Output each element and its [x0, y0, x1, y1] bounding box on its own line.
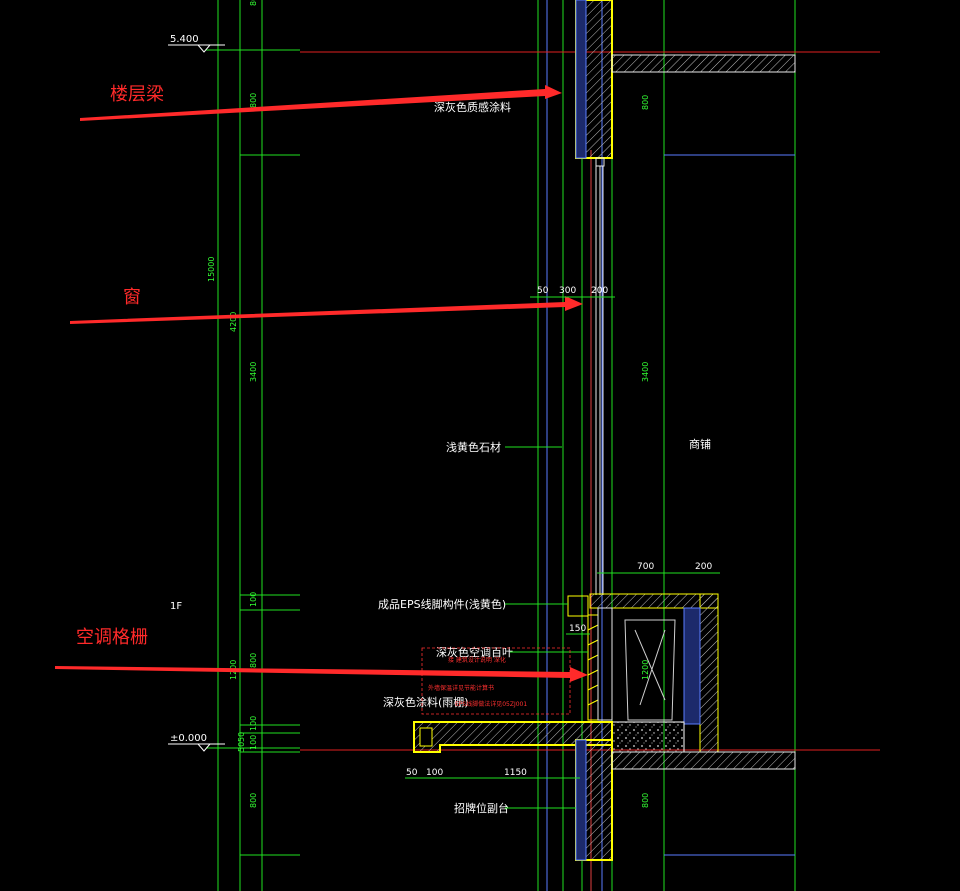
dim-left-2: 15000	[207, 257, 216, 282]
annotation-ac-grille: 空调格栅	[76, 627, 148, 648]
canopy	[413, 721, 796, 861]
dim-left-12: 800	[249, 793, 258, 808]
red-note-0: 接 建筑设计说明 深化	[448, 656, 506, 664]
level-marker-ground: ±0.000	[168, 733, 225, 752]
window-dimension: 50 300 200	[530, 286, 615, 298]
dim-canopy-2: 1150	[504, 768, 527, 778]
ac-box	[567, 593, 719, 753]
label-shop: 商铺	[689, 437, 711, 451]
label-light-yellow-stone: 浅黄色石材	[446, 440, 501, 454]
dim-right-2: 1200	[641, 660, 650, 680]
red-note-1: 外墙保温详见节能计算书	[428, 684, 494, 692]
label-eps-trim: 成品EPS线脚构件(浅黄色)	[378, 597, 506, 611]
dim-window-2: 200	[591, 286, 608, 296]
window-frame	[595, 166, 604, 595]
right-vertical-dims: 800 3400 1200 800	[641, 95, 650, 808]
dim-left-8: 100	[249, 716, 258, 731]
level-upper-text: 5.400	[170, 34, 199, 45]
label-sign-position: 招牌位副台	[454, 801, 509, 815]
dim-right-3: 800	[641, 793, 650, 808]
dim-left-9: 50	[237, 732, 246, 742]
dim-left-6: 800	[249, 653, 258, 668]
floor-label: 1F	[170, 601, 182, 612]
red-notes: 接 建筑设计说明 深化 外墙保温详见节能计算书 EPS线脚做法详见05ZJ001	[421, 647, 571, 715]
dim-left-1: 800	[249, 93, 258, 108]
annotation-window: 窗	[123, 287, 141, 308]
dim-left-5: 100	[249, 592, 258, 607]
level-marker-upper: 5.400	[168, 34, 225, 53]
dim-ac-1: 200	[695, 562, 712, 572]
dim-right-0: 800	[641, 95, 650, 110]
label-ac-louver: 深灰色空调百叶	[436, 645, 513, 659]
canopy-dimension: 50 100 1150	[405, 768, 580, 779]
label-canopy-paint: 深灰色涂料(雨棚)	[383, 695, 469, 709]
left-vertical-dims: 800 800 15000 4200 3400 100 800 1200 100…	[207, 0, 258, 808]
dim-left-10: 100	[249, 735, 258, 750]
dim-window-1: 300	[559, 286, 576, 296]
dim-right-1: 3400	[641, 362, 650, 382]
label-dark-gray-paint: 深灰色质感涂料	[434, 100, 511, 114]
annotation-beam: 楼层梁	[110, 84, 164, 105]
dim-ac-side: 150	[569, 624, 586, 634]
material-labels: 深灰色质感涂料 浅黄色石材 成品EPS线脚构件(浅黄色) 深灰色空调百叶 深灰色…	[378, 100, 711, 815]
red-note-2: EPS线脚做法详见05ZJ001	[455, 700, 527, 708]
dim-left-0: 800	[249, 0, 258, 6]
dim-canopy-0: 50	[406, 768, 418, 778]
dim-left-3: 4200	[229, 312, 238, 332]
ac-box-dimension: 700 200 150	[566, 562, 720, 635]
dim-ac-0: 700	[637, 562, 654, 572]
left-dimension-lines	[206, 0, 300, 891]
level-ground-text: ±0.000	[170, 733, 207, 744]
upper-floor-beam	[575, 0, 796, 167]
dim-window-0: 50	[537, 286, 549, 296]
dim-left-11: 50	[237, 742, 246, 752]
dim-canopy-1: 100	[426, 768, 443, 778]
annotation-arrows	[55, 85, 588, 682]
dim-left-4: 3400	[249, 362, 258, 382]
ac-louver-blades	[587, 624, 599, 706]
